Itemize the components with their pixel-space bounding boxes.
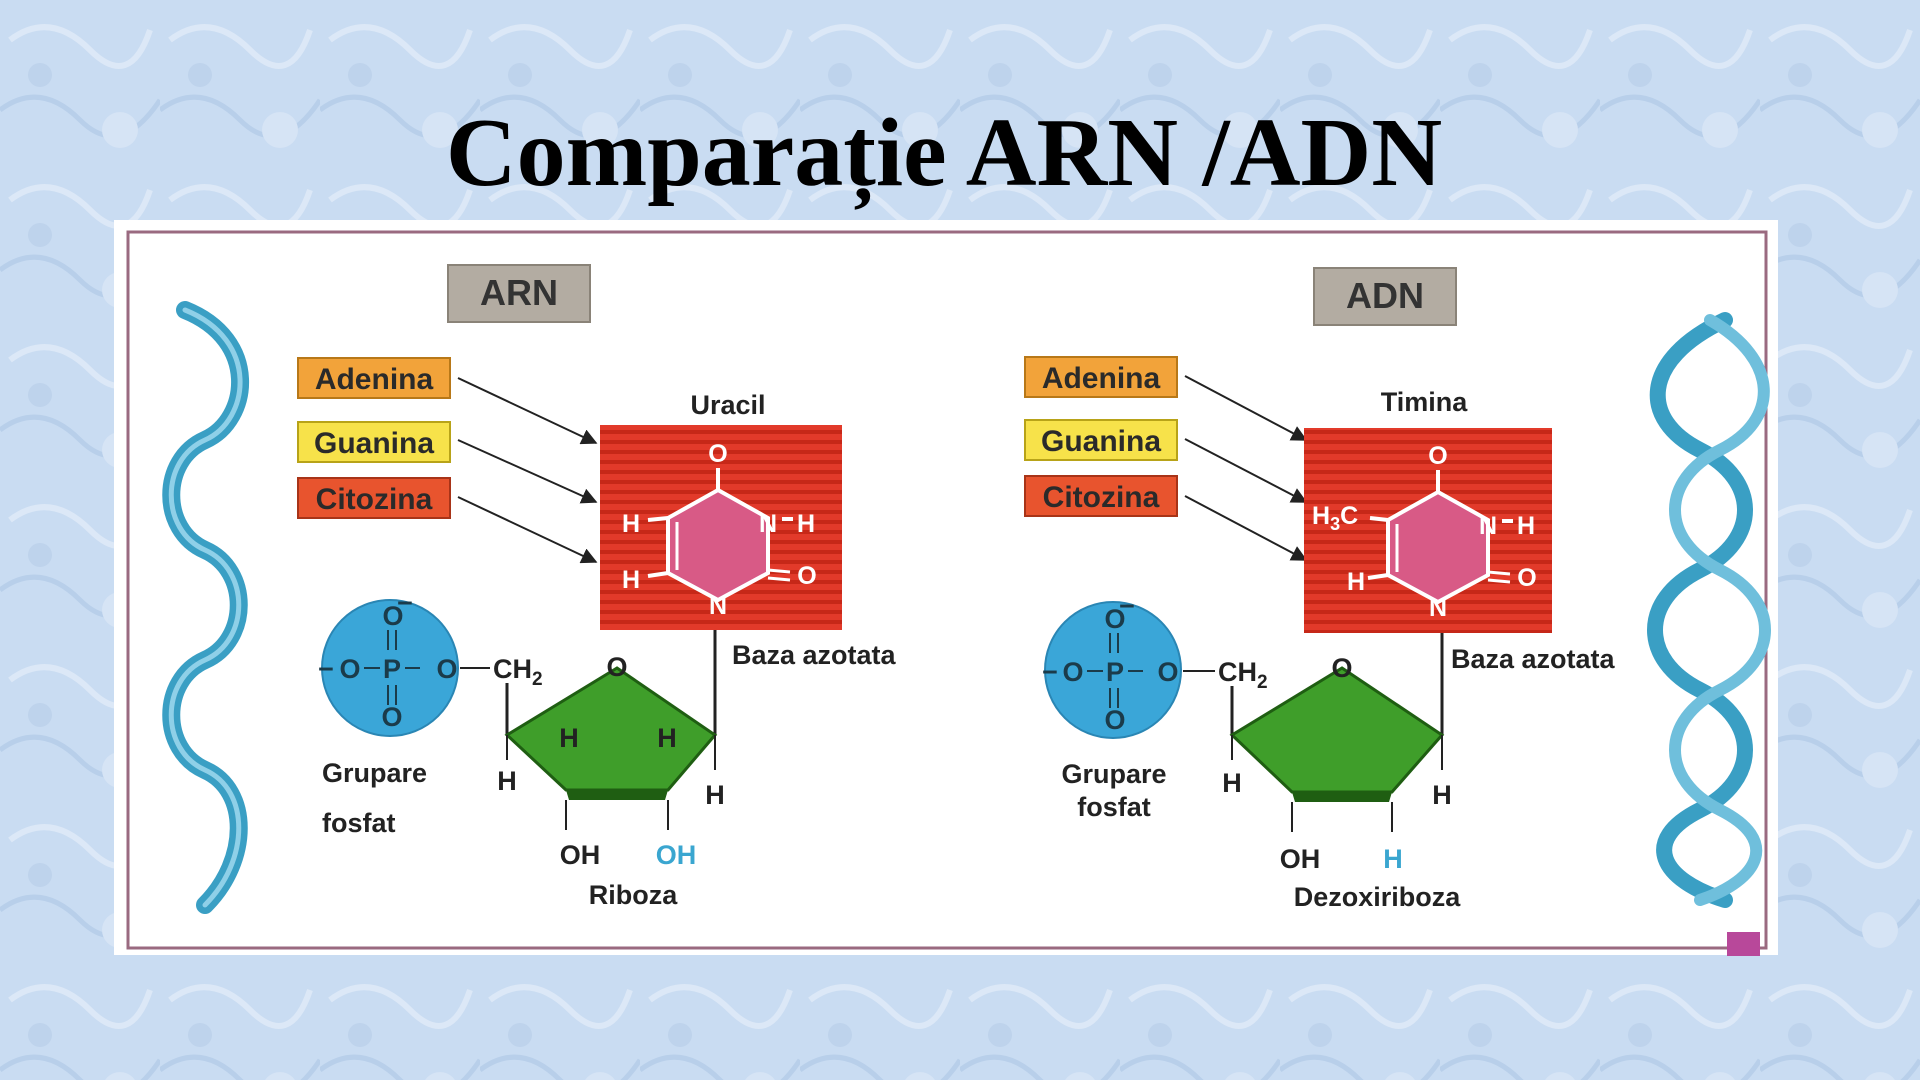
adn-header: ADN <box>1346 275 1424 316</box>
thymine-methyl-bond <box>1369 516 1389 522</box>
thymine-o-top: O <box>1428 442 1447 470</box>
arn-phosphate-o-bottom: O <box>381 702 402 732</box>
thymine-n-bottom: N <box>1429 594 1447 622</box>
arn-cytosine-box <box>297 477 451 519</box>
uracil-o-top: O <box>708 440 727 468</box>
uracil-co-bond-right-a <box>767 568 791 574</box>
corner-marker <box>1727 932 1760 956</box>
adn-sugar-label: Dezoxiriboza <box>1294 882 1462 912</box>
uracil-h-bond-lower <box>647 571 669 578</box>
arn-group-label-line1: Grupare <box>322 758 427 788</box>
uracil-nh-hydrogen: H <box>797 510 815 538</box>
ribose-ring-o: O <box>606 652 627 682</box>
arn-arrow-guanine <box>457 439 598 504</box>
thymine-nh-hydrogen: H <box>1517 512 1535 540</box>
adn-header-box <box>1313 267 1457 326</box>
arn-cytosine-label: Citozina <box>316 483 433 516</box>
arn-phosphate-charge-top: − <box>397 588 413 618</box>
thymine-co-bond-right-b <box>1487 578 1511 584</box>
ribose-h-right: H <box>705 780 725 810</box>
uracil-co-bond-right-b <box>767 576 791 582</box>
dna-double-helix-icon <box>1647 312 1771 908</box>
thymine-methyl-group: H3C <box>1312 502 1358 534</box>
arn-guanine-label: Guanina <box>314 427 434 460</box>
thymine-h-bond-lower <box>1367 573 1389 580</box>
uracil-n-bottom: N <box>709 592 727 620</box>
thymine-o-right: O <box>1517 564 1536 592</box>
adn-cytosine-box <box>1024 475 1178 517</box>
adn-group-label-line2: fosfat <box>1077 792 1151 822</box>
adn-phosphate-charge-left: − <box>1042 657 1058 687</box>
arn-arrow-cytosine <box>457 496 598 564</box>
uracil-n-h: N <box>759 510 777 538</box>
arn-sugar-label: Riboza <box>589 880 678 910</box>
arn-section: ARN Adenina Guanina Citozina Uracil O H … <box>297 264 897 910</box>
arn-guanine-box <box>297 421 451 463</box>
arn-phosphate-o-left: O <box>339 654 360 684</box>
arn-phosphate-charge-left: − <box>318 654 334 684</box>
uracil-h-bond-upper <box>647 516 669 522</box>
figure-border <box>126 230 1768 950</box>
adn-phosphate-o-bottom: O <box>1104 705 1125 735</box>
ribose-oh-left: OH <box>560 840 601 870</box>
arn-ch2: CH2 <box>493 654 543 690</box>
uracil-h-upper: H <box>622 510 640 538</box>
adn-phosphate-circle <box>1044 601 1182 739</box>
slide-title: Comparație ARN /ADN <box>445 99 1443 207</box>
adn-phosphate-o-top: O <box>1104 604 1125 634</box>
deoxyribose-h-right: H <box>1432 780 1452 810</box>
adn-arrow-cytosine <box>1184 495 1308 561</box>
deoxyribose-h-highlight: H <box>1383 844 1403 874</box>
deoxyribose-bottom-edge <box>1292 792 1392 802</box>
arn-phosphate-o-top: O <box>382 601 403 631</box>
adn-phosphate-charge-top: − <box>1119 591 1135 621</box>
arn-arrow-adenine <box>457 377 598 445</box>
adn-adenine-box <box>1024 356 1178 398</box>
adn-arrow-adenine <box>1184 375 1308 441</box>
deoxyribose-oh: OH <box>1280 844 1321 874</box>
arn-phosphate-p: P <box>383 654 401 684</box>
deoxyribose-h-left: H <box>1222 768 1242 798</box>
arn-group-label-line2: fosfat <box>322 808 396 838</box>
adn-base-label: Baza azotata <box>1451 644 1616 674</box>
adn-arrow-guanine <box>1184 438 1308 503</box>
adn-phosphate-p: P <box>1106 657 1124 687</box>
ribose-bottom-edge <box>566 790 668 800</box>
adn-phosphate-o-right: O <box>1157 657 1178 687</box>
arn-adenine-box <box>297 357 451 399</box>
arn-header: ARN <box>480 272 558 313</box>
deoxyribose-ring-o: O <box>1331 653 1352 683</box>
adn-cytosine-label: Citozina <box>1043 481 1160 514</box>
arn-uracil-label: Uracil <box>690 390 765 420</box>
arn-header-box <box>447 264 591 323</box>
adn-section: ADN Adenina Guanina Citozina Timina O H3… <box>1024 267 1616 912</box>
adn-guanine-box <box>1024 419 1178 461</box>
adn-ch2: CH2 <box>1218 657 1268 693</box>
rna-strand-icon <box>162 301 250 914</box>
thymine-h-lower: H <box>1347 568 1365 596</box>
adn-group-label-line1: Grupare <box>1061 759 1166 789</box>
arn-adenine-label: Adenina <box>315 363 434 396</box>
ribose-ring-h-right: H <box>657 723 677 753</box>
adn-phosphate-o-left: O <box>1062 657 1083 687</box>
adn-thymine-label: Timina <box>1381 387 1469 417</box>
thymine-n-h: N <box>1479 512 1497 540</box>
ribose-h-left: H <box>497 766 517 796</box>
arn-base-label: Baza azotata <box>732 640 897 670</box>
adn-guanine-label: Guanina <box>1041 425 1161 458</box>
uracil-o-right: O <box>797 562 816 590</box>
arn-phosphate-circle <box>321 599 459 737</box>
thymine-co-bond-right-a <box>1487 570 1511 576</box>
uracil-h-lower: H <box>622 566 640 594</box>
arn-phosphate-o-right: O <box>436 654 457 684</box>
adn-adenine-label: Adenina <box>1042 362 1161 395</box>
ribose-ring-h-left: H <box>559 723 579 753</box>
ribose-oh-right-highlight: OH <box>656 840 697 870</box>
